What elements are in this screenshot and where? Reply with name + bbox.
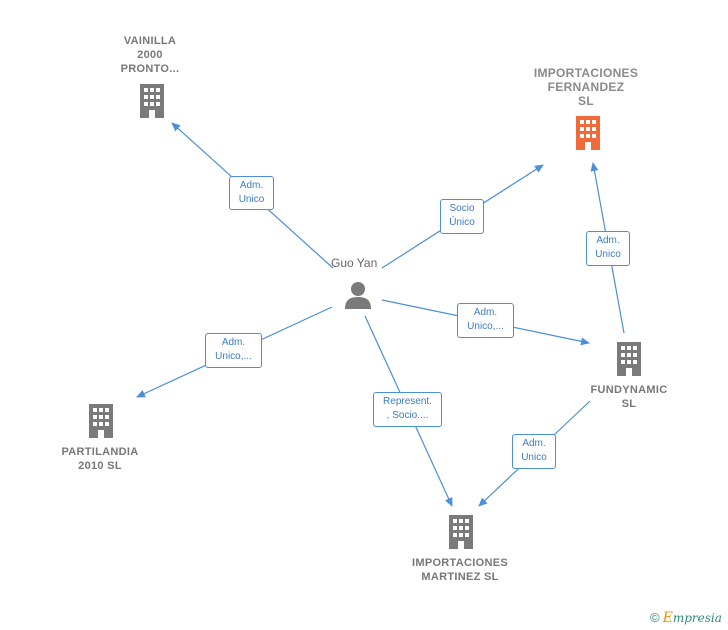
person-name: Guo Yan bbox=[331, 256, 378, 270]
company-label-vainilla[interactable]: VAINILLA 2000 PRONTO... bbox=[120, 35, 180, 75]
copyright-symbol: © bbox=[650, 610, 660, 625]
company-label-martinez[interactable]: IMPORTACIONES MARTINEZ SL bbox=[412, 557, 508, 583]
edge-label-fernandez[interactable]: Socio Único bbox=[440, 199, 484, 234]
edge-label-fundynamic[interactable]: Adm. Unico,... bbox=[457, 303, 514, 338]
brand-name: mpresia bbox=[672, 611, 722, 625]
company-label-fundynamic[interactable]: FUNDYNAMIC SL bbox=[590, 384, 668, 410]
building-icon[interactable] bbox=[614, 342, 644, 376]
building-icon[interactable] bbox=[137, 84, 167, 118]
person-icon[interactable] bbox=[343, 280, 373, 310]
brand-initial: E bbox=[662, 610, 673, 626]
company-label-partilandia[interactable]: PARTILANDIA 2010 SL bbox=[61, 446, 139, 472]
empresia-logo: ©Empresia bbox=[650, 610, 722, 626]
edge-label-vainilla[interactable]: Adm. Unico bbox=[229, 176, 274, 210]
building-icon[interactable] bbox=[573, 116, 603, 150]
edge-label-fund-fernandez[interactable]: Adm. Unico bbox=[586, 231, 630, 266]
edge-label-martinez[interactable]: Represent. , Socio.... bbox=[373, 392, 442, 427]
building-icon[interactable] bbox=[86, 404, 116, 438]
building-icon[interactable] bbox=[446, 515, 476, 549]
company-label-fernandez[interactable]: IMPORTACIONES FERNANDEZ SL bbox=[533, 66, 639, 108]
edge-label-partilandia[interactable]: Adm. Unico,... bbox=[205, 333, 262, 368]
edge-label-fund-martinez[interactable]: Adm. Unico bbox=[512, 434, 556, 469]
